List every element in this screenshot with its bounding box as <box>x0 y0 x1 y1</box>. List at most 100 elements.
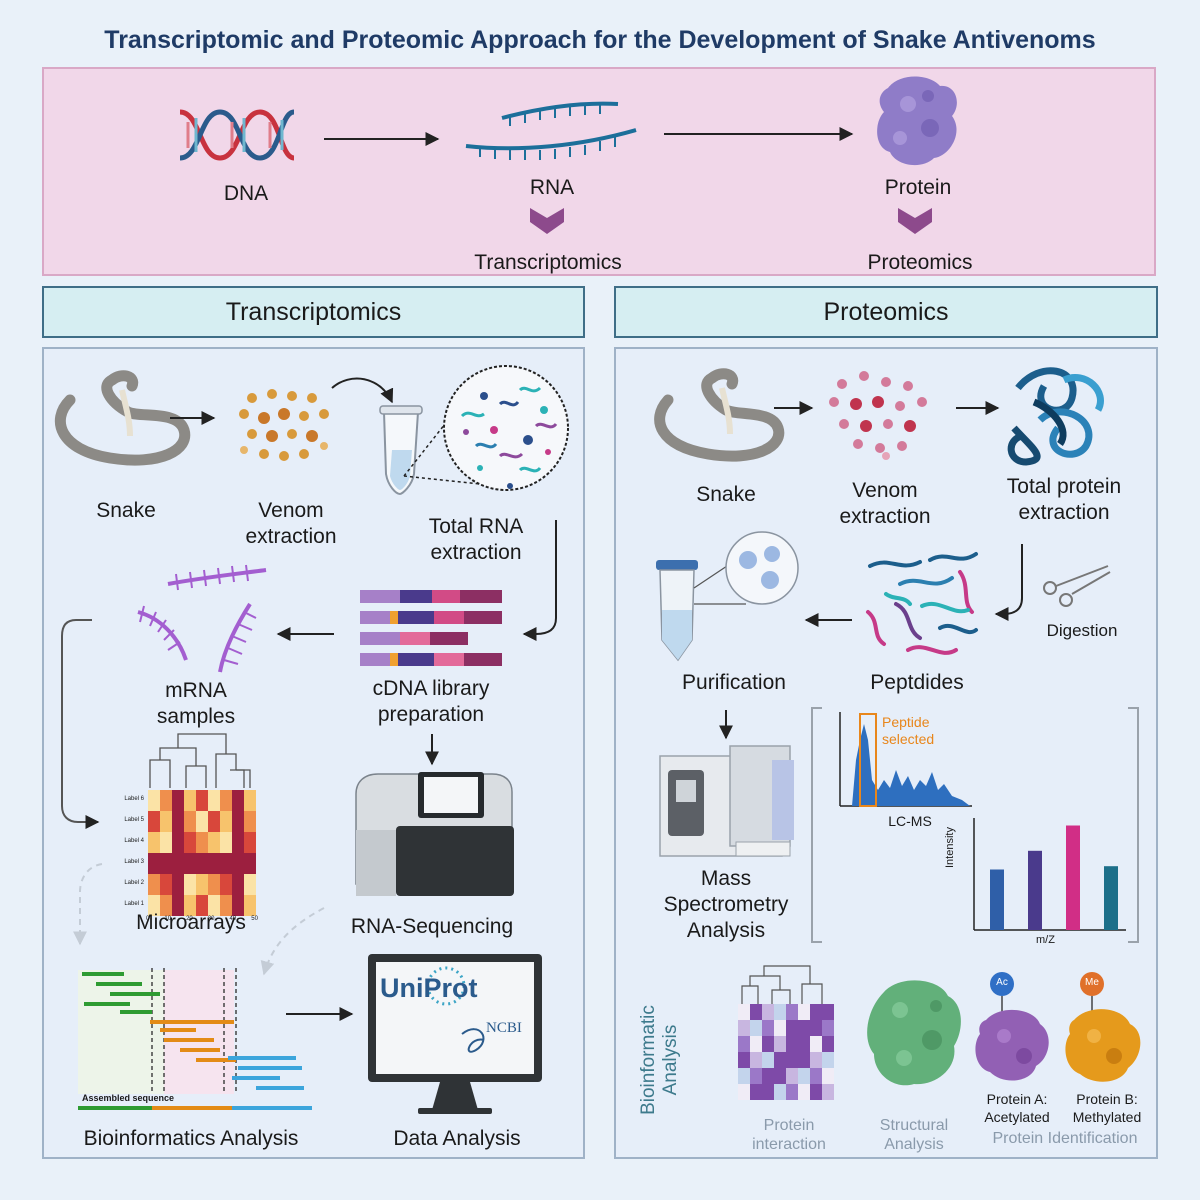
cdna-library-label: cDNA library preparation <box>372 677 490 726</box>
heatmap-cell <box>750 1084 762 1100</box>
heatmap-cell <box>148 832 160 853</box>
heatmap-cell <box>786 1052 798 1068</box>
heatmap-tick: 20 <box>186 916 193 922</box>
purified-protein-zoom <box>725 531 799 605</box>
snake-label: Snake <box>96 499 156 522</box>
heatmap-row-label: Label 4 <box>124 838 144 844</box>
ms-spectrum-chart <box>973 818 1126 931</box>
dna-helix-icon <box>179 109 295 161</box>
ms-bar <box>1066 825 1080 930</box>
mrna-samples-icon <box>137 568 267 673</box>
heatmap-cell <box>208 832 220 853</box>
structural-protein-icon <box>867 980 961 1086</box>
dna-label: DNA <box>223 182 269 205</box>
peptides-label: Peptdides <box>870 671 964 694</box>
peptides-icon <box>866 552 978 655</box>
snake-icon <box>55 370 191 466</box>
heatmap-cell <box>196 790 208 811</box>
heatmap-cell <box>798 1052 810 1068</box>
heatmap-cell <box>148 895 160 916</box>
heatmap-cell <box>232 811 244 832</box>
heatmap-cell <box>196 874 208 895</box>
heatmap-cell <box>762 1020 774 1036</box>
venom-to-tube-arrow <box>331 377 394 404</box>
heatmap-cell <box>786 1020 798 1036</box>
heatmap-cell <box>738 1052 750 1068</box>
heatmap-cell <box>220 832 232 853</box>
heatmap-cell <box>220 811 232 832</box>
transcriptomics-banner-label: Transcriptomics <box>474 251 622 274</box>
mrna-to-microarray-arrow <box>61 619 100 829</box>
heatmap-cell <box>762 1052 774 1068</box>
sequencing-machine-icon <box>355 772 514 896</box>
heatmap-cell <box>738 1084 750 1100</box>
microarray-dendrogram <box>149 733 251 788</box>
heatmap-row-label: Label 3 <box>124 859 144 865</box>
heatmap-row-labels: Label 6 Label 5 Label 4 Label 3 Label 2 … <box>104 789 144 915</box>
data-analysis-label: Data Analysis <box>393 1127 521 1150</box>
chevron-down-icon <box>530 208 564 234</box>
heatmap-cell <box>184 895 196 916</box>
assembled-sequence-label: Assembled sequence <box>82 1093 175 1103</box>
monitor-icon <box>368 954 542 1114</box>
heatmap-col-ticks: 0 10 20 30 40 50 <box>146 916 258 922</box>
heatmap-cell <box>184 811 196 832</box>
protein-interaction-dendrogram <box>741 965 823 1004</box>
heatmap-cell <box>738 1068 750 1084</box>
venom-extraction-label: Venom extraction <box>245 499 337 548</box>
protein-a-label: Protein A: Acetylated <box>984 1091 1050 1125</box>
heatmap-cell <box>232 853 244 874</box>
heatmap-cell <box>232 790 244 811</box>
heatmap-cell <box>774 1036 786 1052</box>
heatmap-row-label: Label 1 <box>124 901 144 907</box>
mrna-samples-label: mRNA samples <box>156 679 236 728</box>
heatmap-cell <box>786 1084 798 1100</box>
ms-bar <box>1104 866 1118 930</box>
heatmap-cell <box>160 811 172 832</box>
heatmap-cell <box>822 1068 834 1084</box>
heatmap-cell <box>232 895 244 916</box>
heatmap-cell <box>810 1052 822 1068</box>
transcriptomics-header: Transcriptomics <box>42 286 585 338</box>
mass-spectrometry-label: Mass Spectrometry Analysis <box>663 867 789 942</box>
mz-axis-label: m/Z <box>1036 934 1055 946</box>
heatmap-cell <box>172 832 184 853</box>
total-rna-extraction-label: Total RNA extraction <box>428 515 524 564</box>
heatmap-cell <box>810 1036 822 1052</box>
bioinformatics-analysis-label: Bioinformatics Analysis <box>83 1127 299 1150</box>
heatmap-cell <box>172 790 184 811</box>
rna-icon <box>465 101 637 151</box>
heatmap-cell <box>798 1068 810 1084</box>
heatmap-cell <box>196 811 208 832</box>
venom-droplets-icon <box>829 371 927 460</box>
heatmap-cell <box>786 1036 798 1052</box>
heatmap-cell <box>208 811 220 832</box>
heatmap-cell <box>160 874 172 895</box>
protein-interaction-heatmap <box>738 1004 834 1100</box>
heatmap-cell <box>148 874 160 895</box>
proteomics-header: Proteomics <box>614 286 1158 338</box>
heatmap-cell <box>196 895 208 916</box>
sample-tube-icon <box>379 405 423 496</box>
digestion-label: Digestion <box>1046 621 1118 640</box>
ms-bar <box>990 869 1004 930</box>
heatmap-cell <box>208 895 220 916</box>
heatmap-cell <box>172 895 184 916</box>
heatmap-cell <box>184 874 196 895</box>
heatmap-cell <box>160 832 172 853</box>
protein-icon <box>877 76 957 166</box>
heatmap-cell <box>822 1020 834 1036</box>
heatmap-cell <box>798 1084 810 1100</box>
heatmap-cell <box>810 1068 822 1084</box>
heatmap-cell <box>810 1004 822 1020</box>
heatmap-cell <box>244 853 256 874</box>
heatmap-cell <box>750 1020 762 1036</box>
heatmap-cell <box>208 874 220 895</box>
venom-droplets-icon <box>239 389 329 461</box>
heatmap-row-label: Label 6 <box>124 796 144 802</box>
heatmap-cell <box>244 832 256 853</box>
heatmap-cell <box>196 853 208 874</box>
lcms-chromatogram <box>839 712 972 807</box>
